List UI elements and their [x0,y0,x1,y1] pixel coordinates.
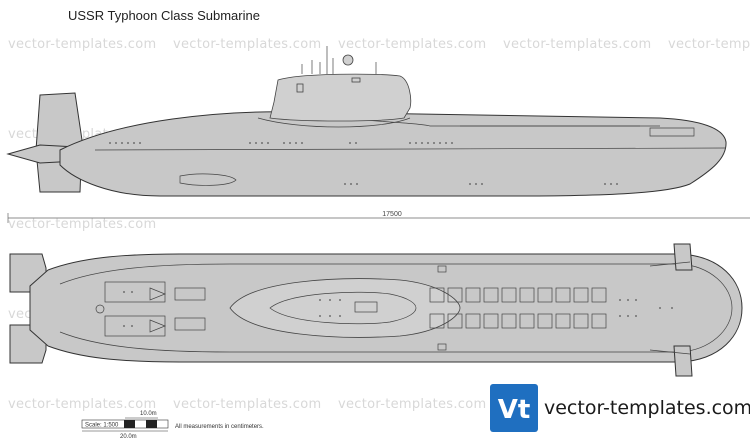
bow-plane-fairings [649,261,691,355]
top-view [9,243,743,377]
watermark-text: vector-templates.com [173,37,321,52]
sail-window [351,77,361,83]
sail-top [229,278,461,338]
sail-hatch [354,301,378,313]
dimension-label: 17500 [382,211,402,218]
scale-bottom-label: 20.0m [120,434,137,440]
bow-plane-lower [673,345,693,377]
hull-port [179,173,237,186]
missile-tube-grid [429,287,607,329]
sail-inner [269,291,417,325]
brand-logo: Vt vector-templates.com [490,384,750,432]
aft-hatch [174,287,206,301]
logo-mark-box [490,384,538,432]
watermark-text: vector-templates.com [8,37,156,52]
deck-box [437,265,447,273]
periscope-ring [342,54,354,66]
aft-panel [104,281,166,303]
hull-vent-dots [109,142,618,185]
aft-hatch [174,317,206,331]
stern-hatch [95,304,105,314]
mast-group [301,46,377,74]
main-hull [59,111,727,197]
bow-plane-upper [673,243,693,271]
sail-skirt [257,117,411,128]
side-view [6,46,727,197]
hull-contour [59,263,733,353]
watermark-text: vector-templates.com [173,397,321,412]
watermark-text: vector-templates.com [338,397,486,412]
watermark-text: vector-templates.com [503,37,651,52]
bow-fairing [649,127,695,137]
scale-box-label: Scale: 1:500 [85,423,119,429]
aft-marker [149,319,166,333]
watermark-text: vector-templates.com [8,217,156,232]
aft-marker [149,287,166,301]
stern-rudder [35,92,83,193]
sail-window [296,83,304,93]
page-title: USSR Typhoon Class Submarine [68,8,260,23]
watermark-text: vector-templates.com [668,37,750,52]
deck-box [437,343,447,351]
scale-note: All measurements in centimeters. [175,424,264,430]
deck-dots [123,291,673,327]
watermark-text: vector-templates.com [338,37,486,52]
logo-text: vector-templates.com [544,397,750,419]
watermark-text: vector-templates.com [8,397,156,412]
logo-mark: Vt [498,395,531,425]
length-dimension: 17500 [7,211,750,223]
scale-top-label: 10.0m [140,411,157,417]
conning-tower [269,73,412,122]
scale-bar: 10.0m Scale: 1:500 20.0m All measurement… [81,411,264,440]
